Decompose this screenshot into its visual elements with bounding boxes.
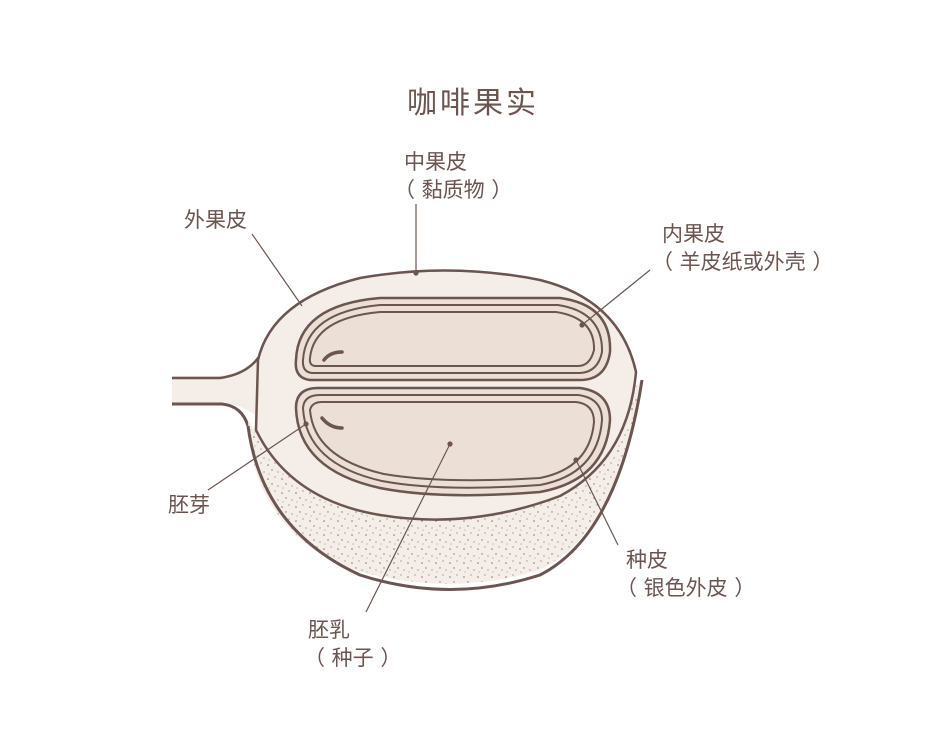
- label-endosperm-note: （ 种子 ）: [304, 646, 402, 670]
- label-exocarp: 外果皮: [184, 206, 247, 234]
- label-spermoderm: 种皮 （ 银色外皮 ）: [616, 546, 755, 602]
- stem: [172, 352, 262, 420]
- label-spermoderm-name: 种皮: [626, 548, 668, 572]
- diagram-title: 咖啡果实: [407, 86, 539, 121]
- label-endosperm-name: 胚乳: [308, 618, 350, 642]
- label-embryo-name: 胚芽: [168, 493, 210, 517]
- label-spermoderm-note: （ 银色外皮 ）: [616, 576, 756, 600]
- label-endocarp: 内果皮 （ 羊皮纸或外壳 ）: [652, 220, 833, 276]
- label-mesocarp-name: 中果皮: [404, 150, 467, 174]
- label-endosperm: 胚乳 （ 种子 ）: [304, 616, 401, 672]
- label-mesocarp: 中果皮 （ 黏质物 ）: [394, 148, 512, 204]
- label-endocarp-name: 内果皮: [662, 222, 725, 246]
- label-mesocarp-note: （ 黏质物 ）: [394, 178, 513, 202]
- upper-bean: [294, 296, 612, 382]
- leader-lines: [207, 204, 651, 613]
- label-endocarp-note: （ 羊皮纸或外壳 ）: [652, 250, 834, 274]
- label-exocarp-name: 外果皮: [184, 208, 247, 232]
- cherry-lower-body: [248, 380, 640, 584]
- lower-bean: [294, 386, 612, 497]
- label-embryo: 胚芽: [168, 491, 210, 519]
